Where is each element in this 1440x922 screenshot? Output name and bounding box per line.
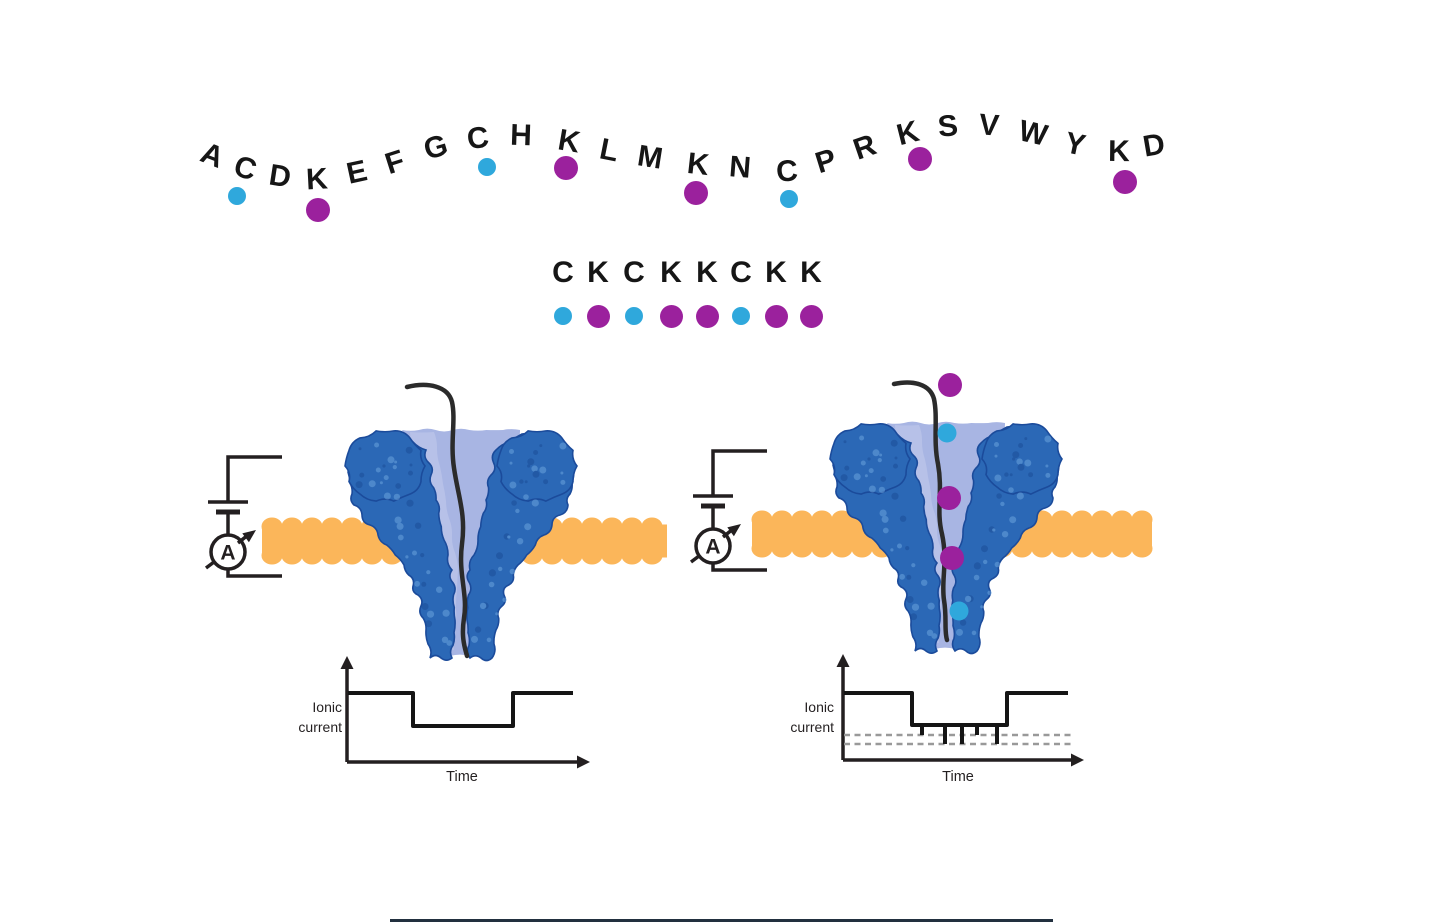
purple-dot	[695, 304, 719, 328]
sublevel-spikes	[920, 725, 999, 744]
purple-dot	[764, 304, 788, 328]
cyan-dot	[949, 601, 969, 621]
ammeter-arrow-head	[242, 530, 256, 543]
x-axis-arrow	[577, 755, 590, 769]
purple-dot	[940, 546, 964, 570]
ammeter-arrow-head	[727, 524, 741, 537]
current-trace	[844, 691, 1068, 727]
purple-dot	[799, 304, 823, 328]
circuit-wire	[226, 569, 282, 578]
cyan-dot	[625, 307, 643, 325]
protein-texture	[355, 442, 567, 646]
ammeter-circuit-left: A	[204, 455, 282, 578]
strand-label-dots	[937, 373, 969, 621]
nanopore-protein-left	[344, 428, 578, 662]
ammeter-label: A	[220, 542, 235, 565]
current-trace-plot-left	[340, 656, 590, 769]
polymer-strand-right	[891, 380, 950, 643]
purple-dot	[938, 373, 962, 397]
purple-dot	[937, 486, 961, 510]
cyan-dot	[780, 190, 798, 208]
sequence-letter: C	[552, 256, 574, 289]
sequence-letter: K	[765, 256, 787, 289]
cyan-dot	[478, 158, 496, 176]
sequence-letter: C	[623, 256, 645, 289]
circuit-wire	[711, 449, 767, 496]
purple-dot	[1113, 170, 1137, 194]
sequence-letter: K	[660, 256, 682, 289]
ammeter-label: A	[705, 536, 720, 559]
sequence-letter: K	[587, 256, 609, 289]
circuit-wire	[711, 563, 767, 572]
polymer-strand-left	[404, 382, 470, 659]
current-trace-plot-right	[836, 654, 1084, 767]
protein-texture	[840, 435, 1052, 639]
y-axis-arrow	[836, 654, 850, 667]
purple-dot	[908, 147, 932, 171]
x-axis-arrow	[1071, 753, 1084, 767]
sequence-letter: K	[696, 256, 718, 289]
x-axis-label: Time	[942, 769, 974, 785]
purple-dot	[586, 304, 610, 328]
ammeter-circuit-right: A	[689, 449, 767, 572]
purple-dot	[684, 181, 708, 205]
protein-wing-right	[496, 430, 578, 502]
sequence-letter: C	[730, 256, 752, 289]
nanopore-protein-right	[829, 421, 1063, 655]
sublevel-dashed-lines	[844, 733, 1072, 746]
protein-wing-right	[981, 423, 1063, 495]
purple-dot	[659, 304, 683, 328]
purple-dot	[554, 156, 578, 180]
cyan-dot	[732, 307, 750, 325]
current-trace	[348, 691, 573, 728]
y-axis-arrow	[340, 656, 354, 669]
circuit-wire	[226, 455, 282, 502]
cyan-dot	[937, 423, 957, 443]
cyan-dot	[554, 307, 572, 325]
sequence-letter: K	[800, 256, 822, 289]
x-axis-label: Time	[446, 769, 478, 785]
cyan-dot	[228, 187, 246, 205]
figure-bottom-edge	[390, 919, 1053, 922]
purple-dot	[306, 198, 330, 222]
